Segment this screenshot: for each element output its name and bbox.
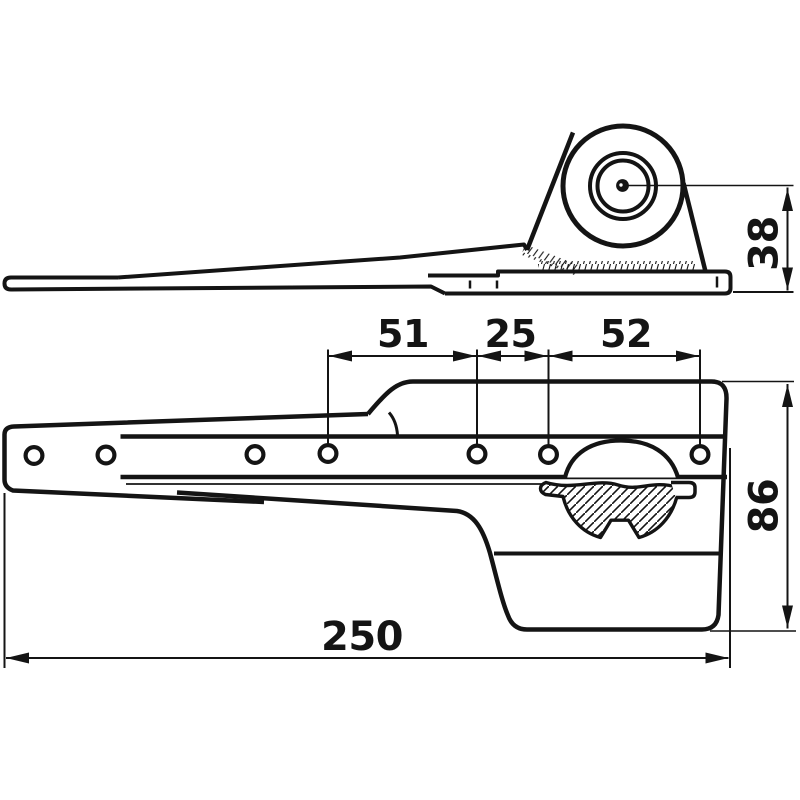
plan-body-outline [176, 379, 729, 632]
bolt-hole-1 [23, 445, 45, 467]
dim-label-38: 38 [742, 216, 788, 271]
arrow-38-down [782, 267, 793, 290]
dim-label-52: 52 [600, 312, 652, 356]
side-base-plate [428, 269, 733, 296]
arrow-38-up [782, 188, 793, 211]
plan-inner-arc [387, 411, 399, 436]
plan-arm-left-outline [2, 411, 369, 505]
bracket-left-slant [524, 131, 576, 251]
arrow-250-right [705, 652, 729, 664]
arrow-51-right [453, 350, 476, 362]
dimension-250: 250 [3, 448, 731, 668]
dim-label-51: 51 [377, 312, 429, 356]
arrow-52-left [549, 350, 573, 362]
dim-label-25: 25 [485, 312, 537, 356]
side-arm-outline [2, 275, 446, 296]
plan-view [2, 379, 729, 632]
arrow-25-right [524, 350, 548, 362]
roller-axle-center-mark [619, 183, 623, 187]
dim-label-250: 250 [321, 614, 403, 660]
dim-label-86: 86 [742, 479, 788, 534]
dimension-38: 38 [628, 184, 794, 293]
bolt-hole-3 [244, 444, 266, 466]
bolt-holes [23, 443, 711, 467]
side-arm-taper-edge [117, 242, 529, 280]
weld-seam-horizontal [538, 261, 696, 272]
arrow-51-left [329, 350, 352, 362]
side-view [2, 123, 733, 296]
arrow-86-down [782, 605, 793, 628]
bracket-right-slant [681, 182, 708, 273]
bolt-hole-5 [466, 443, 488, 465]
roller-dome [562, 438, 681, 479]
arrow-86-up [782, 384, 793, 407]
arrow-25-left [478, 350, 501, 362]
hatched-pad [538, 480, 679, 540]
dimension-86: 86 [710, 380, 796, 632]
bolt-hole-6 [537, 444, 559, 466]
dimension-row-holes: 51 25 52 [327, 312, 701, 445]
arrow-52-right [676, 350, 699, 362]
pad-end-block [671, 480, 697, 500]
bolt-hole-4 [317, 443, 339, 465]
dimensions: 51 25 52 38 86 25 [3, 184, 796, 668]
arrow-250-left [6, 652, 29, 664]
bolt-hole-2 [95, 444, 117, 466]
bolt-hole-7 [689, 444, 711, 466]
